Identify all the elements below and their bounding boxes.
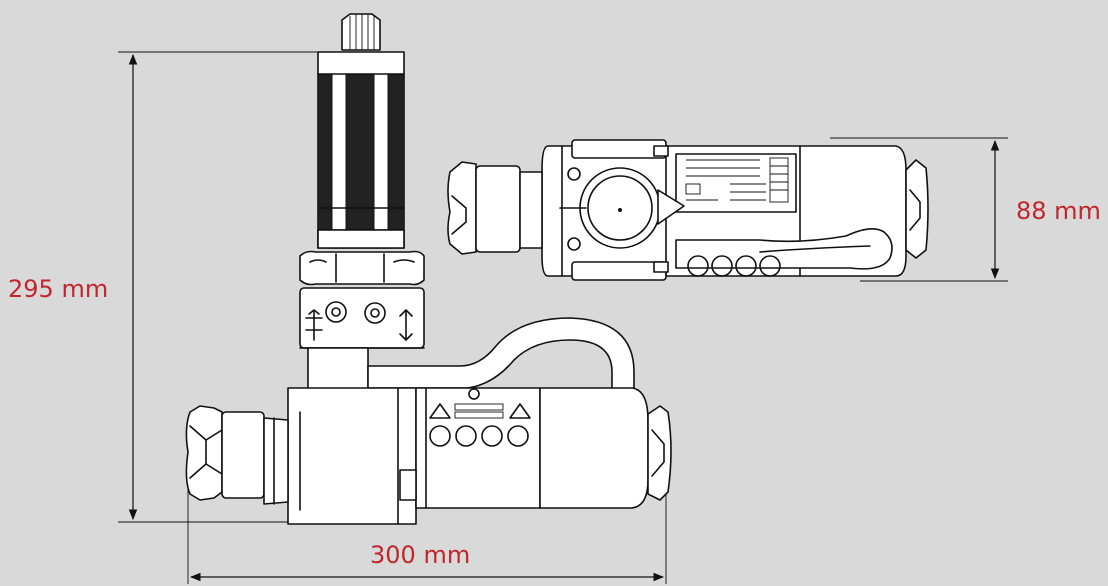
selector-ring <box>299 287 425 349</box>
top-label-plate <box>675 153 797 213</box>
top-view-knob <box>559 167 685 251</box>
rear-cap <box>647 405 672 501</box>
main-body <box>287 387 649 525</box>
front-nozzle <box>185 405 289 505</box>
thumb-wheel <box>299 250 425 286</box>
width-dimension-label: 300 mm <box>370 541 471 569</box>
depth-dimension-label: 88 mm <box>1016 197 1101 225</box>
side-view <box>185 13 672 525</box>
side-handle <box>367 317 635 403</box>
depth-dimension <box>830 137 1008 282</box>
top-view <box>447 139 929 281</box>
top-knob <box>341 13 381 51</box>
height-dimension <box>118 51 318 523</box>
upper-cylinder <box>317 51 405 249</box>
width-dimension <box>187 486 667 584</box>
height-dimension-label: 295 mm <box>8 275 109 303</box>
side-label-panel <box>429 388 531 447</box>
